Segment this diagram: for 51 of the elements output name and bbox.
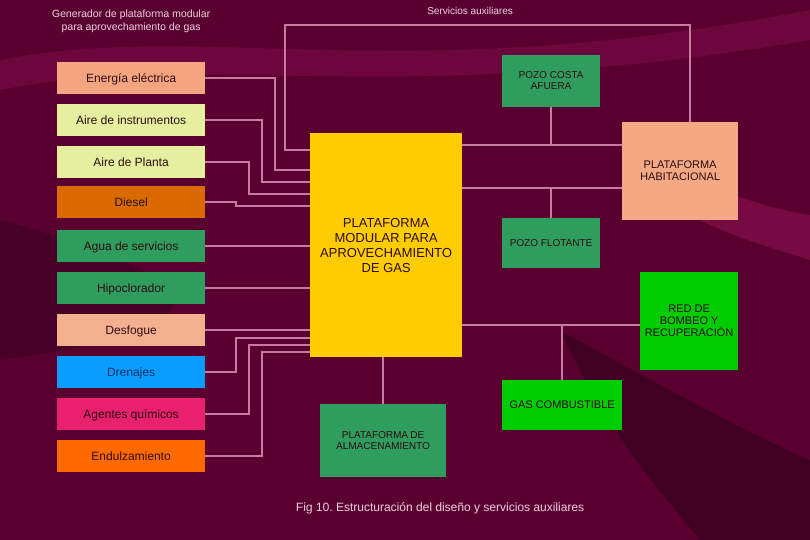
connector-line bbox=[205, 337, 310, 373]
node-text: Aire de Planta bbox=[93, 155, 169, 169]
node-text: RED DE BOMBEO Y RECUPERACIÓN bbox=[644, 303, 734, 339]
connector-line bbox=[205, 351, 310, 457]
heading-text: Generador de plataforma modular para aprovechamiento de gas bbox=[50, 8, 212, 34]
connector-line bbox=[284, 24, 691, 151]
process-box bbox=[57, 356, 205, 388]
node-text: GAS COMBUSTIBLE bbox=[509, 399, 615, 411]
process-box bbox=[502, 55, 600, 107]
connector-line bbox=[205, 245, 310, 247]
process-box bbox=[57, 230, 205, 262]
node-text: Endulzamiento bbox=[91, 449, 171, 463]
connector-line bbox=[205, 119, 310, 183]
process-box bbox=[622, 122, 738, 220]
process-box bbox=[502, 380, 622, 430]
connector-line bbox=[205, 329, 310, 331]
process-box bbox=[57, 186, 205, 218]
connector-line bbox=[462, 187, 552, 218]
process-box bbox=[57, 398, 205, 430]
connector-line bbox=[382, 357, 384, 404]
process-box bbox=[57, 62, 205, 94]
node-text: Aire de instrumentos bbox=[76, 113, 186, 127]
process-box bbox=[640, 272, 738, 370]
process-box bbox=[320, 404, 446, 477]
node-text: Energía eléctrica bbox=[86, 71, 176, 85]
node-text: PLATAFORMA HABITACIONAL bbox=[639, 159, 721, 183]
connector-line bbox=[205, 287, 310, 289]
node-text: POZO COSTA AFUERA bbox=[518, 70, 584, 92]
connector-line bbox=[205, 161, 310, 195]
node-text: Desfogue bbox=[105, 323, 157, 337]
connector-line bbox=[462, 107, 552, 146]
process-box bbox=[502, 218, 600, 268]
process-box bbox=[57, 272, 205, 304]
process-box bbox=[57, 440, 205, 472]
node-text: Agentes químicos bbox=[83, 407, 179, 421]
connector-line bbox=[205, 77, 310, 171]
process-box bbox=[57, 146, 205, 178]
node-text: PLATAFORMA DE ALMACENAMIENTO bbox=[335, 430, 431, 452]
node-text: Diesel bbox=[114, 195, 148, 209]
node-text: PLATAFORMA MODULAR PARA APROVECHAMIENTO DE GAS bbox=[319, 215, 453, 275]
process-box bbox=[57, 314, 205, 346]
node-text: Hipoclorador bbox=[96, 281, 166, 295]
platform-box bbox=[310, 133, 462, 357]
caption: Fig 10. Estructuración del diseño y servicios auxiliares bbox=[294, 500, 586, 514]
process-box bbox=[57, 104, 205, 136]
node-text: Drenajes bbox=[106, 365, 156, 379]
connector-line bbox=[205, 201, 310, 207]
connector-line bbox=[462, 324, 563, 380]
connector-line bbox=[205, 344, 310, 415]
node-text: Agua de servicios bbox=[84, 239, 178, 253]
node-text: POZO FLOTANTE bbox=[510, 238, 592, 248]
